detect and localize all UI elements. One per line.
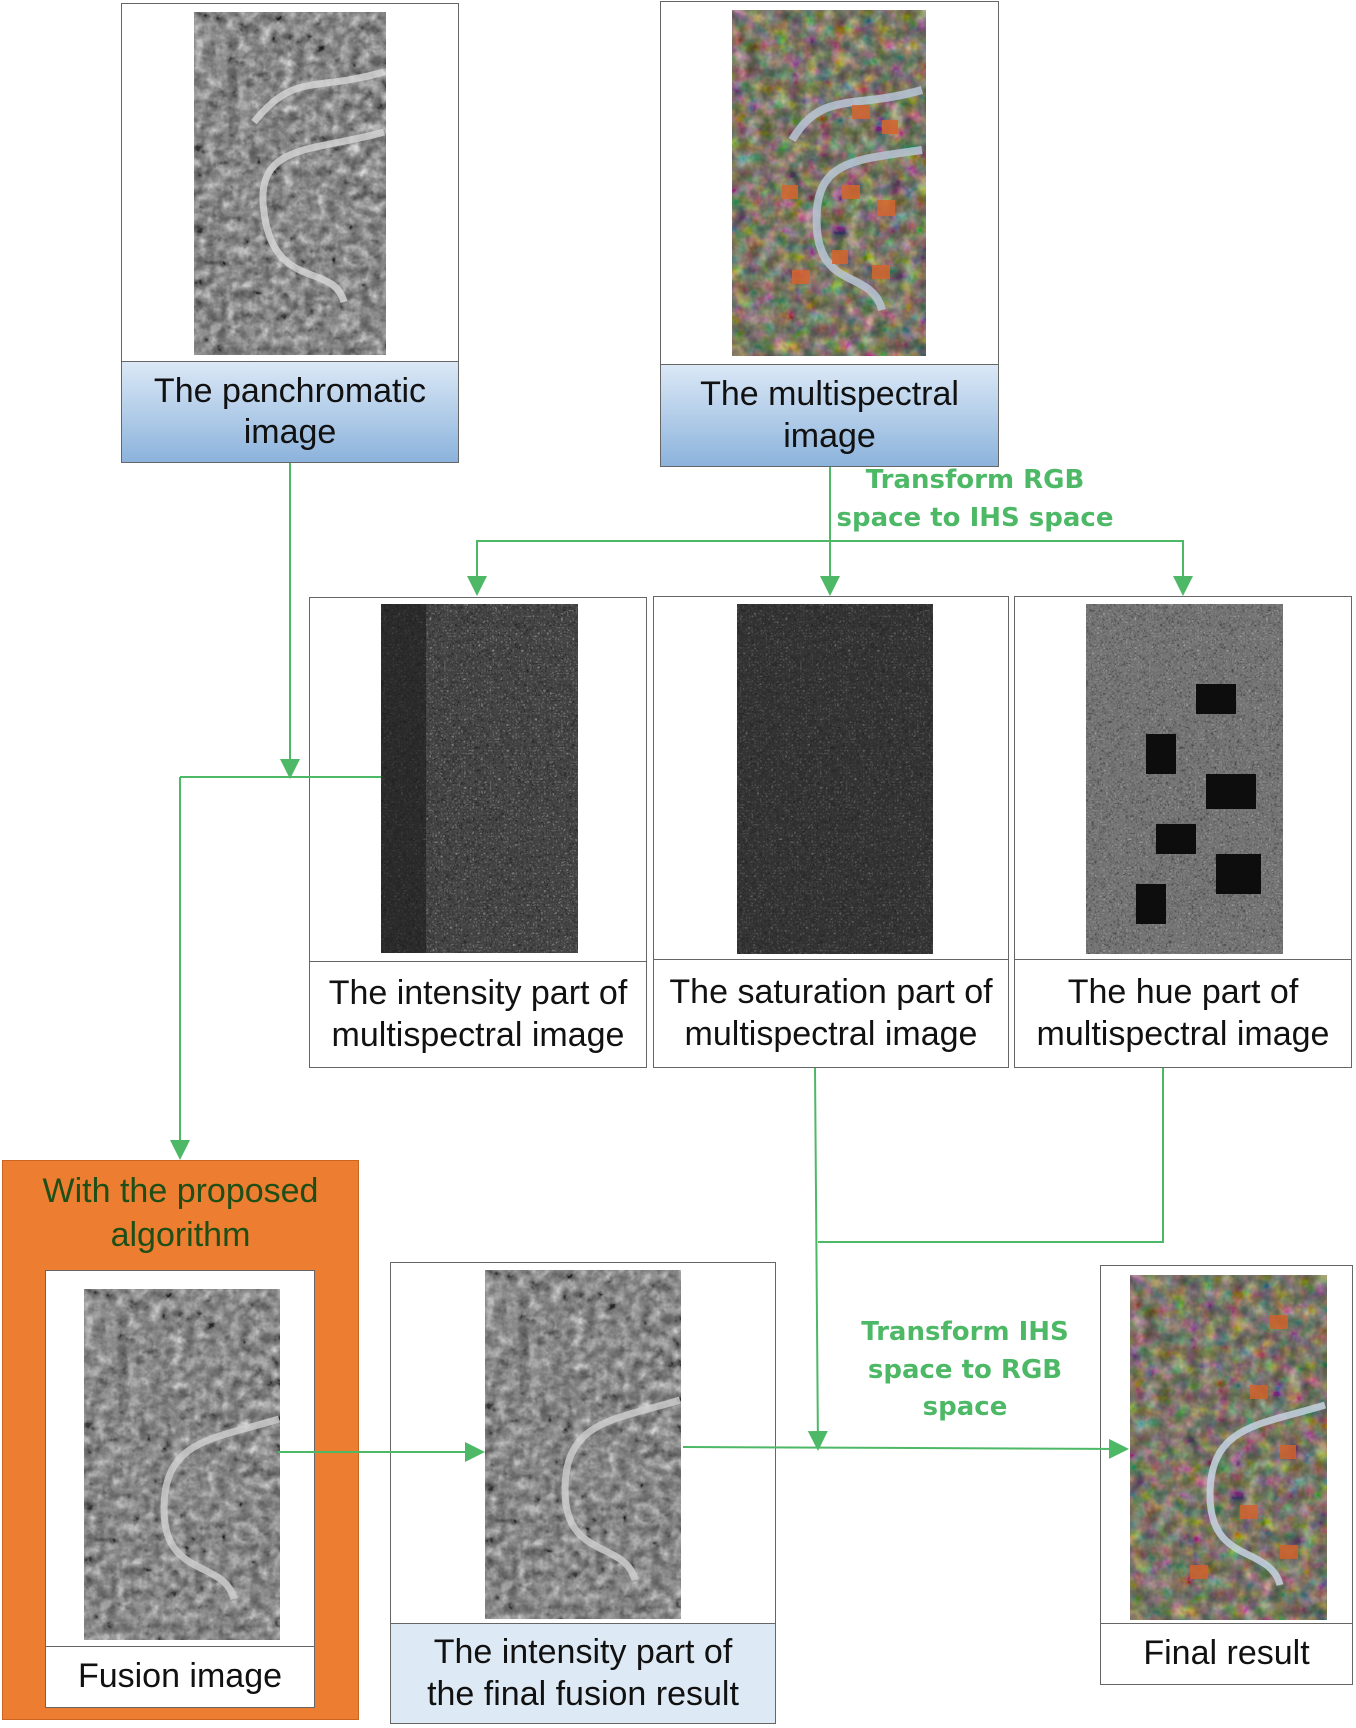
final-intensity-node: The intensity part of the final fusion r… — [390, 1262, 776, 1724]
hue-image — [1086, 604, 1283, 954]
saturation-label: The saturation part of multispectral ima… — [654, 959, 1008, 1067]
panchromatic-node: The panchromatic image — [121, 3, 459, 463]
line-hue-merge — [818, 1068, 1164, 1243]
arrow-split-hue — [830, 540, 1193, 596]
arrow-split-intensity — [467, 540, 830, 596]
final-result-label: Final result — [1101, 1623, 1352, 1684]
final-result-image — [1130, 1275, 1327, 1620]
proposed-algorithm-title: With the proposed algorithm — [42, 1172, 319, 1255]
fusion-label: Fusion image — [46, 1646, 314, 1707]
intensity-label: The intensity part of multispectral imag… — [310, 961, 646, 1067]
saturation-node: The saturation part of multispectral ima… — [653, 596, 1009, 1068]
final-intensity-image — [485, 1270, 681, 1619]
ihs-to-rgb-label: Transform IHS space to RGB space — [861, 1317, 1069, 1423]
intensity-node: The intensity part of multispectral imag… — [309, 597, 647, 1068]
final-intensity-label: The intensity part of the final fusion r… — [391, 1623, 775, 1723]
rgb-to-ihs-label: Transform RGB space to IHS space — [836, 465, 1114, 533]
panchromatic-image — [194, 12, 386, 355]
hue-node: The hue part of multispectral image — [1014, 596, 1352, 1068]
fusion-image — [84, 1289, 280, 1640]
multispectral-node: The multispectral image — [660, 1, 999, 467]
fusion-node: Fusion image — [45, 1270, 315, 1708]
intensity-image — [381, 604, 578, 953]
arrow-saturation-down — [807, 1067, 828, 1451]
final-result-node: Final result — [1100, 1265, 1353, 1685]
panchromatic-label: The panchromatic image — [122, 361, 458, 462]
saturation-image — [737, 604, 933, 954]
hue-label: The hue part of multispectral image — [1015, 959, 1351, 1067]
arrow-to-final-result — [682, 1438, 1129, 1459]
multispectral-label: The multispectral image — [661, 364, 998, 466]
multispectral-image — [732, 10, 926, 356]
